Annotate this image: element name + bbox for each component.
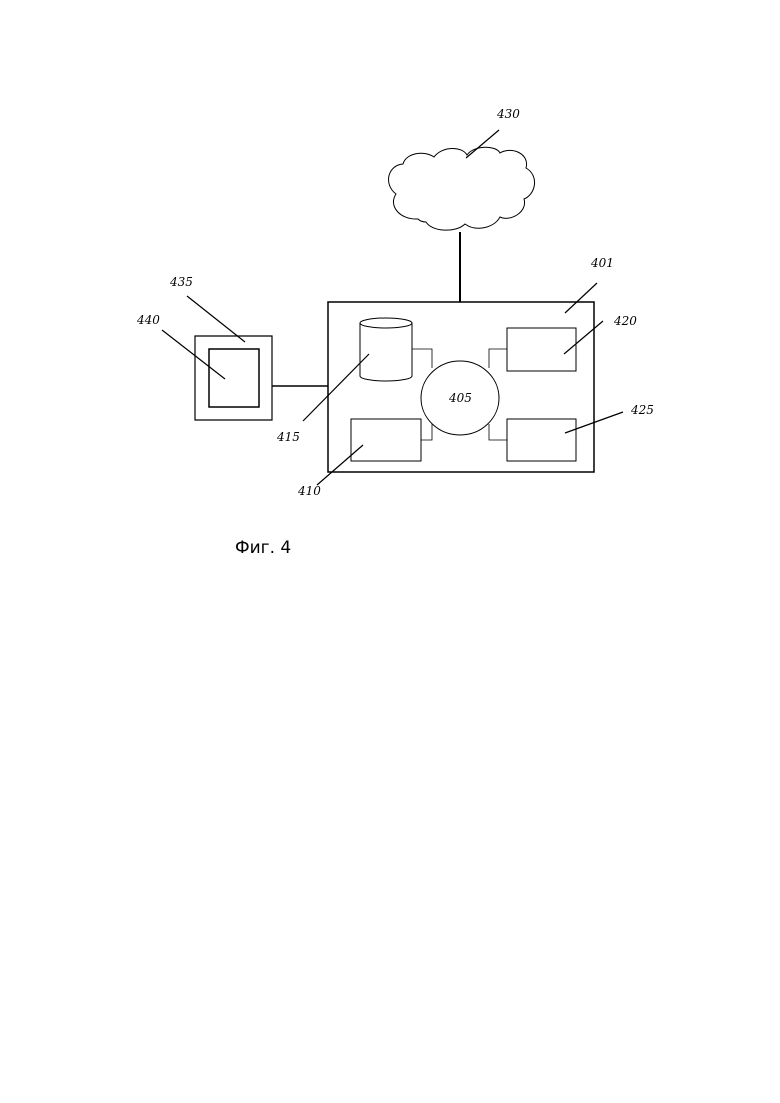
label-435: 435	[169, 275, 193, 289]
module-a-box	[507, 328, 576, 371]
leader-435	[187, 296, 245, 342]
label-425: 425	[630, 403, 654, 417]
connector-storage-processor	[421, 424, 432, 440]
connector-module-a-processor	[489, 349, 507, 368]
leader-401	[565, 283, 597, 313]
label-415: 415	[276, 430, 300, 444]
leader-440	[162, 330, 225, 379]
connector-module-b-processor	[489, 424, 507, 440]
label-430: 430	[496, 107, 520, 121]
module-b-box	[507, 419, 576, 461]
figure-caption: Фиг. 4	[235, 538, 291, 558]
connector-db-processor	[412, 349, 432, 368]
label-401: 401	[590, 256, 614, 270]
screen-box	[209, 349, 259, 407]
leader-410	[317, 445, 363, 485]
leader-415	[303, 354, 369, 421]
storage-box	[351, 419, 421, 461]
label-420: 420	[613, 314, 637, 328]
network-cloud	[389, 147, 535, 230]
label-410: 410	[297, 484, 321, 498]
database-cylinder	[360, 318, 412, 381]
label-405: 405	[448, 391, 472, 405]
label-440: 440	[136, 313, 160, 327]
